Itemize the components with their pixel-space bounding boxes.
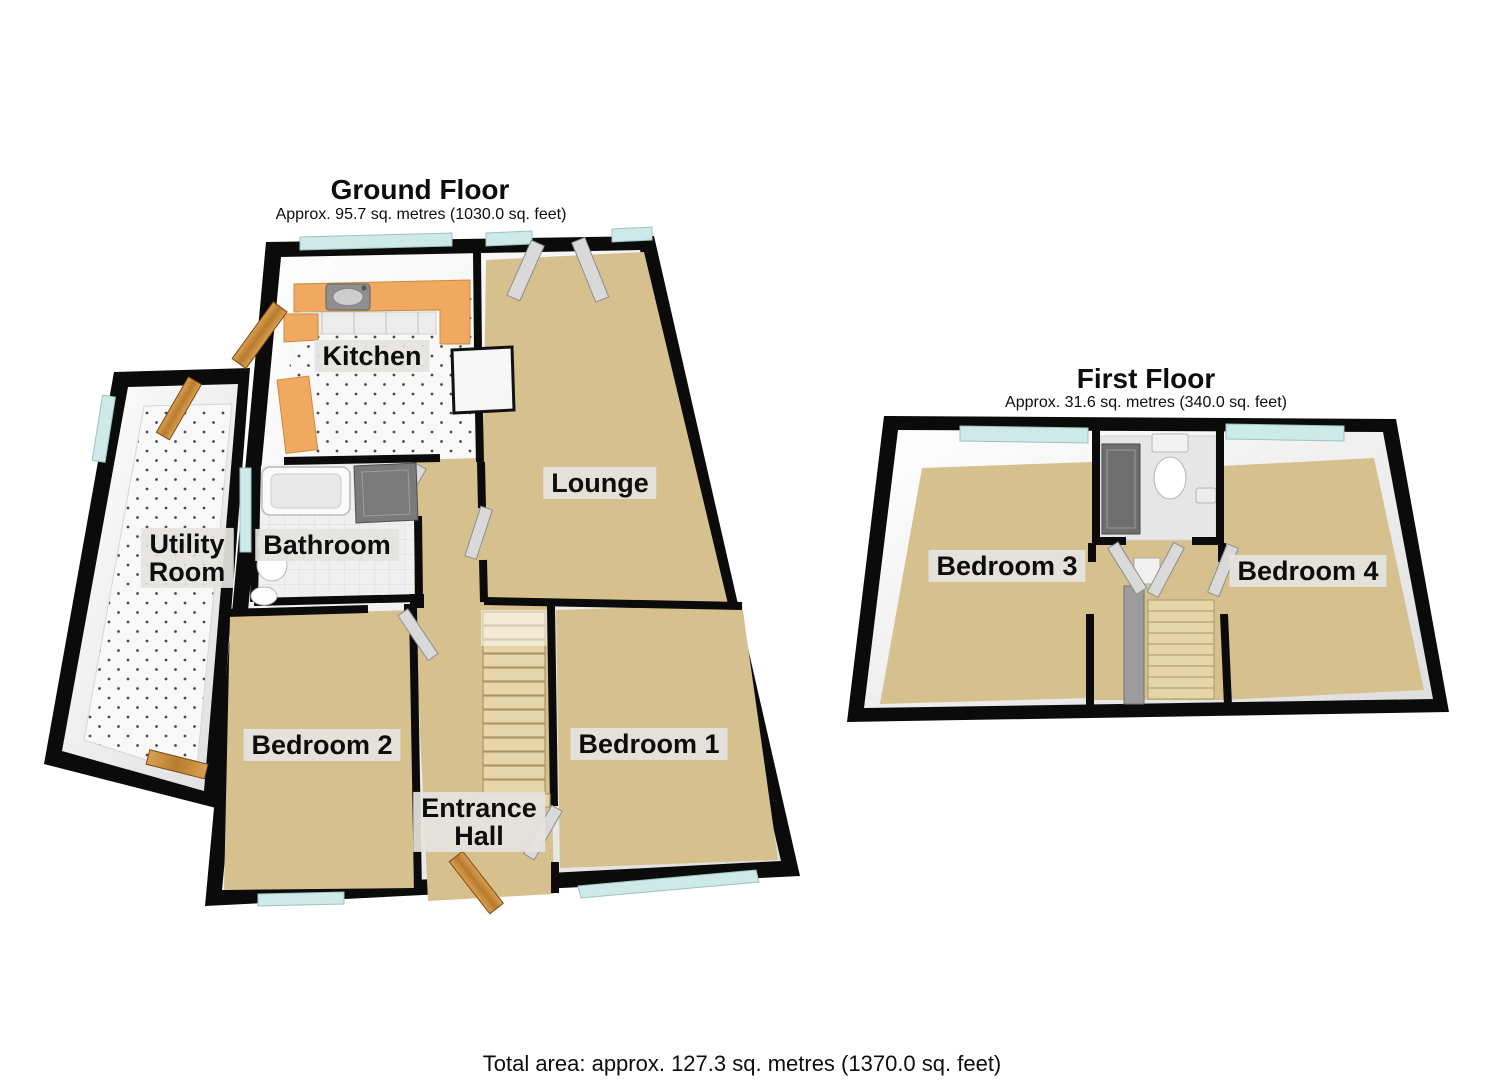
utility-back-door [145, 749, 209, 780]
lounge-window-right [611, 226, 653, 243]
bedroom3-window [959, 425, 1089, 444]
toilet-bowl-first [1153, 456, 1187, 500]
kitchen-sink-bowl [332, 288, 364, 306]
french-door-left [506, 239, 545, 302]
stair-tread [482, 723, 546, 738]
ground-staircase [476, 610, 551, 808]
stair-tread [482, 695, 546, 710]
lounge-door [464, 505, 493, 561]
stair-stringer [1123, 585, 1145, 705]
kitchen-rear-door [231, 301, 288, 370]
shower-room-door [1146, 541, 1185, 599]
bedroom4-label: Bedroom 4 [1229, 554, 1387, 588]
bedroom3-label: Bedroom 3 [928, 549, 1086, 583]
stair-tread [482, 737, 546, 752]
first-interior-walls [1086, 430, 1232, 707]
ground-wood-doors [145, 301, 504, 915]
kitchen-counter-corner [283, 313, 319, 343]
cabinet-seams [321, 312, 419, 334]
kitchen-counter-left [276, 375, 319, 455]
utility-window [91, 394, 116, 463]
utility-label-line2: Room [148, 557, 226, 587]
utility-door [155, 376, 203, 441]
kitchen-faucet [361, 285, 367, 291]
stair-tread [1147, 610, 1215, 623]
toilet-cistern-first [1151, 433, 1189, 453]
bathroom-label: Bathroom [255, 528, 399, 562]
bedroom2-label: Bedroom 2 [243, 728, 401, 762]
shower-enclosure [1101, 443, 1141, 535]
stair-cut-overlay [481, 610, 547, 646]
stair-tread [482, 681, 546, 696]
first-floor-title: First Floor [1076, 363, 1216, 394]
stair-tread [1147, 654, 1215, 667]
airing-cupboard-panel [361, 469, 411, 517]
ground-floor-title: Ground Floor [330, 174, 510, 205]
hall-wall-stub [410, 594, 424, 608]
utility-label-line1: Utility [149, 528, 225, 559]
bedroom2-door [397, 608, 439, 662]
total-area-label: Total area: approx. 127.3 sq. metres (13… [482, 1051, 1002, 1076]
stair-tread [482, 667, 546, 682]
stair-tread [482, 751, 546, 766]
first-windows [959, 423, 1345, 444]
airing-cupboard [353, 462, 419, 524]
bedroom3-floor [880, 462, 1092, 704]
entrance-label-line2: Hall [454, 821, 504, 851]
kitchen-label: Kitchen [314, 339, 430, 373]
lounge-chimney-breast [450, 345, 516, 415]
ground-windows [91, 226, 760, 907]
shower-screen [1106, 449, 1136, 529]
stair-tread [1147, 643, 1215, 656]
lounge-label: Lounge [543, 466, 657, 500]
bathtub-basin [270, 473, 342, 509]
french-door-right [571, 236, 610, 303]
front-entrance-door [448, 850, 504, 915]
first-floor-area: Approx. 31.6 sq. metres (340.0 sq. feet) [1005, 394, 1287, 411]
stair-tread [1147, 676, 1215, 689]
stair-tread [1147, 621, 1215, 634]
shower-room [1099, 433, 1217, 541]
lounge-floor [481, 252, 728, 604]
stair-tread [482, 653, 546, 668]
bedroom4-window [1225, 423, 1345, 442]
stair-tread [1147, 599, 1215, 612]
stair-tread [482, 765, 546, 780]
hand-basin-first [1195, 487, 1217, 504]
kitchen-window [299, 232, 453, 251]
stair-tread [482, 709, 546, 724]
lounge-window-left [485, 230, 533, 247]
entrance-label-line1: Entrance [421, 792, 537, 823]
bedroom3-door [1107, 541, 1148, 595]
bathroom-window [239, 467, 252, 553]
entrance-hall-label: Entrance Hall [413, 791, 545, 853]
stair-tread [1147, 687, 1215, 700]
kitchen-cabinet-fronts [299, 311, 437, 335]
kitchen-counters [276, 279, 471, 455]
ground-floor-area: Approx. 95.7 sq. metres (1030.0 sq. feet… [275, 206, 567, 223]
bedroom2-window [257, 891, 345, 907]
stair-tread [1147, 632, 1215, 645]
bathroom-fixtures [250, 462, 419, 606]
bedroom1-window [577, 869, 760, 899]
first-staircase [1123, 557, 1215, 705]
stair-tread [1147, 665, 1215, 678]
bedroom1-label: Bedroom 1 [570, 727, 728, 761]
utility-room-label: Utility Room [140, 527, 234, 589]
hand-basin [250, 586, 278, 606]
